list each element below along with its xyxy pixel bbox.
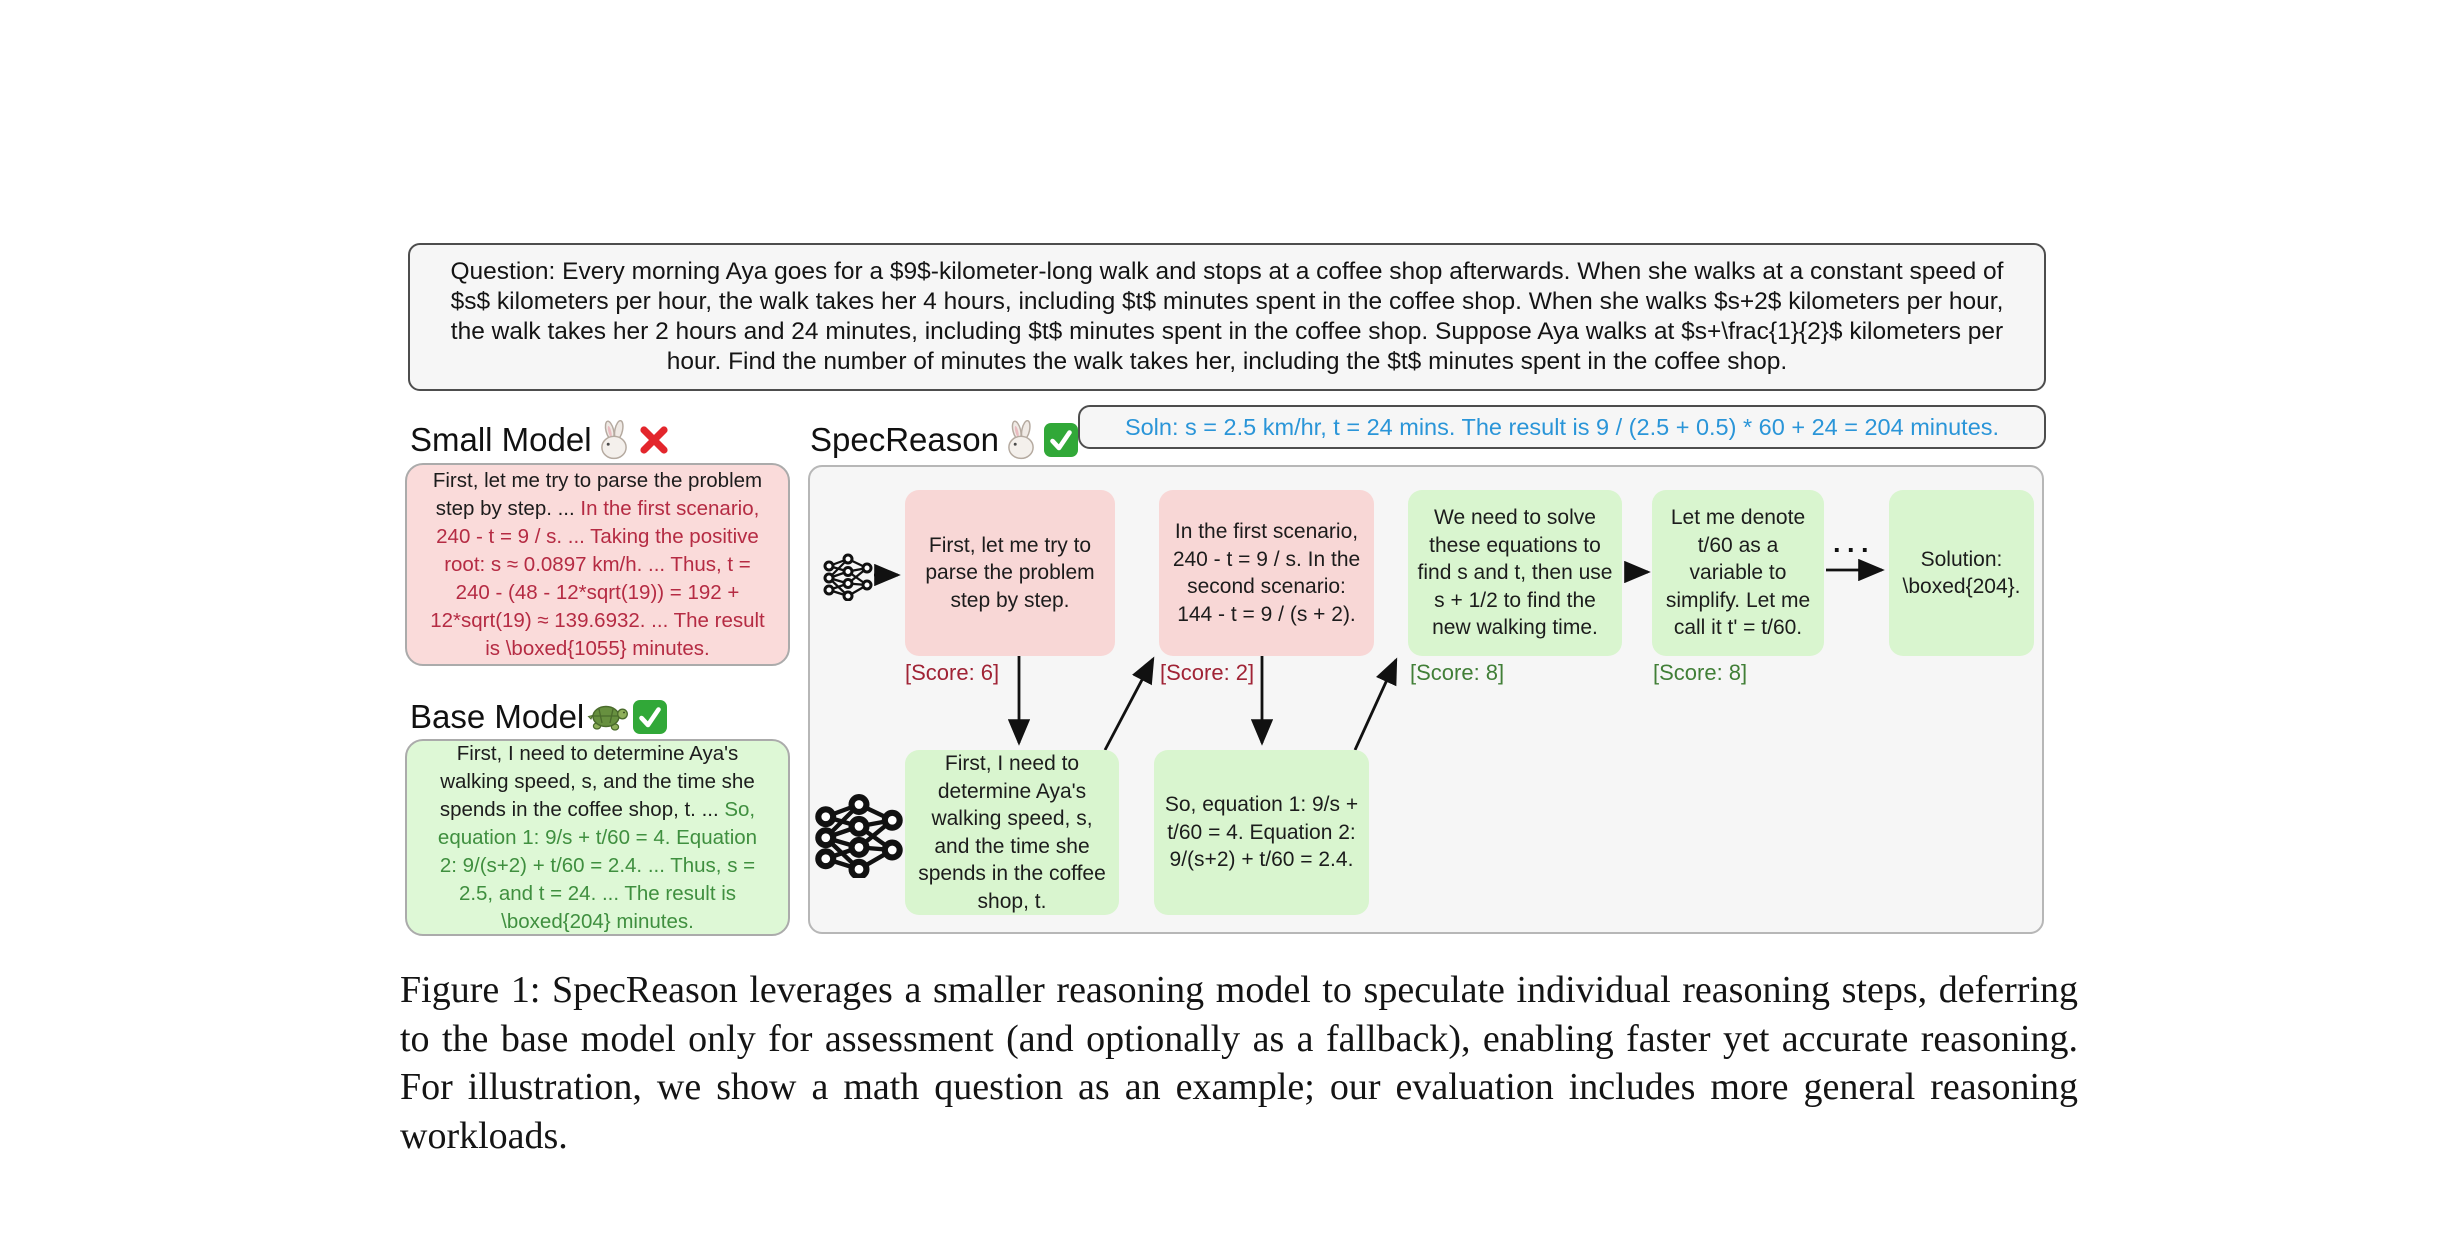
figure-caption: Figure 1: SpecReason leverages a smaller… <box>400 969 2078 1157</box>
flow-base-step-1-text: First, I need to determine Aya's walking… <box>918 752 1106 913</box>
cross-icon <box>636 422 672 458</box>
small-model-text-intro: First, let me try to parse the problem s… <box>432 468 763 520</box>
turtle-icon <box>587 699 629 735</box>
question-box: Question: Every morning Aya goes for a $… <box>408 243 2046 391</box>
flow-step-1-text: First, let me try to parse the problem s… <box>925 533 1095 612</box>
flow-base-step-1: First, I need to determine Aya's walking… <box>905 750 1119 915</box>
small-model-label: Small Model <box>410 418 672 462</box>
flow-step-2: In the first scenario, 240 - t = 9 / s. … <box>1159 490 1374 656</box>
base-model-title: Base Model <box>410 698 585 735</box>
flow-step-4: Let me denote t/60 as a variable to simp… <box>1652 490 1824 656</box>
base-model-output-box: First, I need to determine Aya's walking… <box>405 739 790 936</box>
specreason-label: SpecReason <box>810 418 1079 462</box>
solution-box: Soln: s = 2.5 km/hr, t = 24 mins. The re… <box>1078 405 2046 449</box>
flow-step-1: First, let me try to parse the problem s… <box>905 490 1115 656</box>
specreason-title: SpecReason <box>810 421 999 458</box>
check-icon <box>632 699 668 735</box>
flow-step-3-text: We need to solve these equations to find… <box>1417 506 1613 640</box>
base-model-output-text: First, I need to determine Aya's walking… <box>438 740 757 936</box>
base-model-text-intro: First, I need to determine Aya's walking… <box>439 741 755 821</box>
ellipsis-dots: ··· <box>1833 535 1875 565</box>
check-icon <box>1043 422 1079 458</box>
base-model-text-good: So, equation 1: 9/s + t/60 = 4. Equation… <box>437 797 758 933</box>
question-text: Question: Every morning Aya goes for a $… <box>450 258 2004 375</box>
flow-step-2-text: In the first scenario, 240 - t = 9 / s. … <box>1172 520 1361 626</box>
flow-step-4-text: Let me denote t/60 as a variable to simp… <box>1665 506 1811 640</box>
flow-step-final: Solution: \boxed{204}. <box>1889 490 2034 656</box>
rabbit-icon <box>595 420 633 460</box>
base-model-network-icon <box>815 794 903 883</box>
flow-base-step-2: So, equation 1: 9/s + t/60 = 4. Equation… <box>1154 750 1369 915</box>
small-model-output-text: First, let me try to parse the problem s… <box>430 467 765 663</box>
flow-arrows <box>874 558 1885 751</box>
score-step-4: [Score: 8] <box>1653 660 1748 685</box>
flow-step-final-text: Solution: \boxed{204}. <box>1902 547 2021 599</box>
small-model-network-icon <box>823 553 873 606</box>
flow-step-3: We need to solve these equations to find… <box>1408 490 1622 656</box>
specreason-flow-diagram: First, let me try to parse the problem s… <box>808 465 2044 934</box>
score-step-3: [Score: 8] <box>1410 660 1505 685</box>
small-model-output-box: First, let me try to parse the problem s… <box>405 463 790 666</box>
score-step-1: [Score: 6] <box>905 660 1000 685</box>
small-model-title: Small Model <box>410 421 592 458</box>
rabbit-icon <box>1002 420 1040 460</box>
flow-base-step-2-text: So, equation 1: 9/s + t/60 = 4. Equation… <box>1164 793 1359 872</box>
solution-text: Soln: s = 2.5 km/hr, t = 24 mins. The re… <box>1124 413 2000 440</box>
base-model-label: Base Model <box>410 695 668 739</box>
small-model-text-wrong: In the first scenario, 240 - t = 9 / s. … <box>430 496 765 660</box>
score-step-2: [Score: 2] <box>1160 660 1255 685</box>
